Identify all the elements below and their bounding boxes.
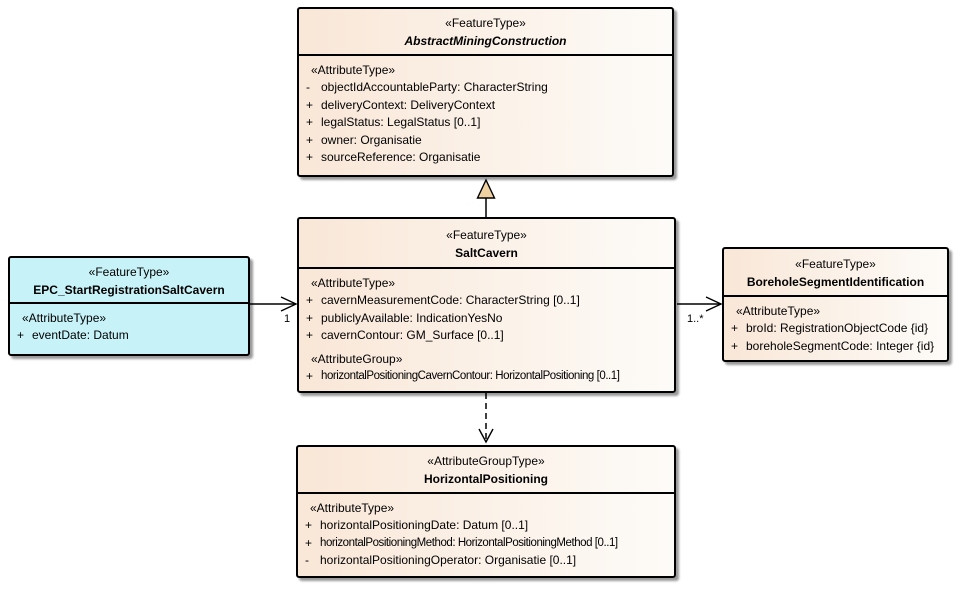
visibility-marker: + — [306, 328, 314, 342]
visibility-marker: + — [305, 535, 313, 550]
visibility-marker: + — [731, 338, 739, 353]
attribute-text: broId: RegistrationObjectCode {id} — [746, 321, 929, 335]
attribute-stereotype-label: «AttributeType» — [310, 501, 395, 515]
visibility-marker: + — [17, 328, 25, 342]
visibility-marker: + — [305, 518, 313, 532]
attribute-row: + horizontalPositioningMethod: Horizonta… — [298, 535, 674, 553]
attribute-stereotype-label: «AttributeType» — [311, 63, 396, 77]
multiplicity-label: 1..* — [687, 313, 704, 325]
visibility-marker: + — [306, 97, 314, 112]
generalization-connector — [476, 178, 496, 217]
class-box-abstractminingconstruction: «FeatureType» AbstractMiningConstruction… — [297, 7, 674, 177]
class-box-saltcavern: «FeatureType» SaltCavern «AttributeType»… — [297, 217, 676, 393]
attribute-group-stereotype-label: «AttributeGroup» — [311, 351, 403, 366]
attribute-text: publiclyAvailable: IndicationYesNo — [321, 310, 503, 325]
visibility-marker: + — [306, 310, 314, 325]
class-name: BoreholeSegmentIdentification — [746, 275, 925, 289]
stereotype-label: «AttributeGroupType» — [427, 454, 545, 468]
visibility-marker: + — [306, 150, 314, 164]
attribute-row: + horizontalPositioningDate: Datum [0..1… — [298, 517, 674, 535]
multiplicity-label: 1 — [284, 313, 291, 325]
attribute-text: owner: Organisatie — [321, 132, 422, 147]
attribute-stereotype-label: «AttributeType» — [22, 311, 107, 325]
visibility-marker: + — [306, 368, 314, 383]
attribute-text: eventDate: Datum — [32, 328, 129, 342]
association-saltcavern-borehole — [677, 296, 723, 312]
attribute-row: + cavernContour: GM_Surface [0..1] — [299, 327, 674, 345]
attribute-text: horizontalPositioningDate: Datum [0..1] — [320, 518, 529, 532]
stereotype-label: «FeatureType» — [445, 16, 526, 30]
attributes-compartment: «AttributeType» + horizontalPositioningD… — [298, 494, 674, 570]
attribute-row: + eventDate: Datum — [10, 327, 248, 345]
attribute-text: horizontalPositioningOperator: Organisat… — [320, 553, 577, 567]
class-name: HorizontalPositioning — [424, 472, 548, 486]
association-open-arrowhead-icon — [280, 296, 298, 312]
attribute-text: boreholeSegmentCode: Integer {id} — [746, 338, 935, 353]
attribute-row: + owner: Organisatie — [299, 132, 672, 150]
attribute-text: horizontalPositioningCavernContour: Hori… — [321, 369, 620, 382]
attribute-text: cavernContour: GM_Surface [0..1] — [321, 328, 504, 342]
attribute-stereotype-label: «AttributeType» — [311, 276, 396, 290]
visibility-marker: - — [305, 553, 309, 567]
attribute-row: + cavernMeasurementCode: CharacterString… — [299, 292, 674, 310]
attributes-compartment: «AttributeType» + cavernMeasurementCode:… — [299, 269, 674, 385]
visibility-marker: + — [731, 321, 739, 335]
attribute-text: deliveryContext: DeliveryContext — [321, 97, 496, 112]
attribute-stereotype-label: «AttributeType» — [736, 304, 821, 318]
attribute-row: + publiclyAvailable: IndicationYesNo — [299, 310, 674, 328]
stereotype-label: «FeatureType» — [446, 228, 527, 242]
visibility-marker: + — [306, 115, 314, 129]
class-box-boreholesegmentidentification: «FeatureType» BoreholeSegmentIdentificat… — [722, 247, 949, 362]
attribute-row: + horizontalPositioningCavernContour: Ho… — [299, 368, 674, 386]
attributes-compartment: «AttributeType» + broId: RegistrationObj… — [724, 297, 947, 355]
class-name: EPC_StartRegistrationSaltCavern — [33, 283, 225, 297]
attribute-row: + boreholeSegmentCode: Integer {id} — [724, 338, 947, 356]
attribute-row: + sourceReference: Organisatie — [299, 149, 672, 167]
attribute-row: - objectIdAccountableParty: CharacterStr… — [299, 79, 672, 97]
attribute-row: + deliveryContext: DeliveryContext — [299, 97, 672, 115]
class-name: SaltCavern — [455, 246, 518, 260]
class-box-horizontalpositioning: «AttributeGroupType» HorizontalPositioni… — [296, 445, 676, 578]
class-header: «FeatureType» SaltCavern — [299, 219, 674, 269]
attributes-compartment: «AttributeType» - objectIdAccountablePar… — [299, 56, 672, 167]
class-name: AbstractMiningConstruction — [404, 34, 567, 48]
visibility-marker: + — [306, 132, 314, 147]
attribute-text: sourceReference: Organisatie — [321, 150, 481, 164]
attribute-text: objectIdAccountableParty: CharacterStrin… — [321, 80, 548, 94]
stereotype-label: «FeatureType» — [88, 265, 170, 279]
visibility-marker: + — [306, 293, 314, 307]
visibility-marker: - — [306, 80, 310, 94]
generalization-triangle-arrowhead-icon — [476, 178, 496, 199]
attributes-compartment: «AttributeType» + eventDate: Datum — [10, 304, 248, 345]
association-epc-saltcavern — [250, 296, 298, 312]
class-header: «AttributeGroupType» HorizontalPositioni… — [298, 447, 674, 494]
attribute-row: + legalStatus: LegalStatus [0..1] — [299, 114, 672, 132]
dependency-connector — [478, 393, 494, 444]
class-box-epc-startregistrationsaltcavern: «FeatureType» EPC_StartRegistrationSaltC… — [8, 256, 250, 356]
attribute-text: cavernMeasurementCode: CharacterString [… — [321, 293, 580, 307]
class-header: «FeatureType» AbstractMiningConstruction — [299, 9, 672, 56]
attribute-text: horizontalPositioningMethod: HorizontalP… — [320, 536, 618, 549]
attribute-row: + broId: RegistrationObjectCode {id} — [724, 320, 947, 338]
dependency-open-arrowhead-icon — [478, 428, 494, 444]
stereotype-label: «FeatureType» — [795, 257, 876, 271]
class-header: «FeatureType» EPC_StartRegistrationSaltC… — [10, 258, 248, 304]
attribute-row: - horizontalPositioningOperator: Organis… — [298, 552, 674, 570]
association-open-arrowhead-icon — [705, 296, 723, 312]
class-header: «FeatureType» BoreholeSegmentIdentificat… — [724, 249, 947, 297]
attribute-text: legalStatus: LegalStatus [0..1] — [321, 115, 481, 129]
